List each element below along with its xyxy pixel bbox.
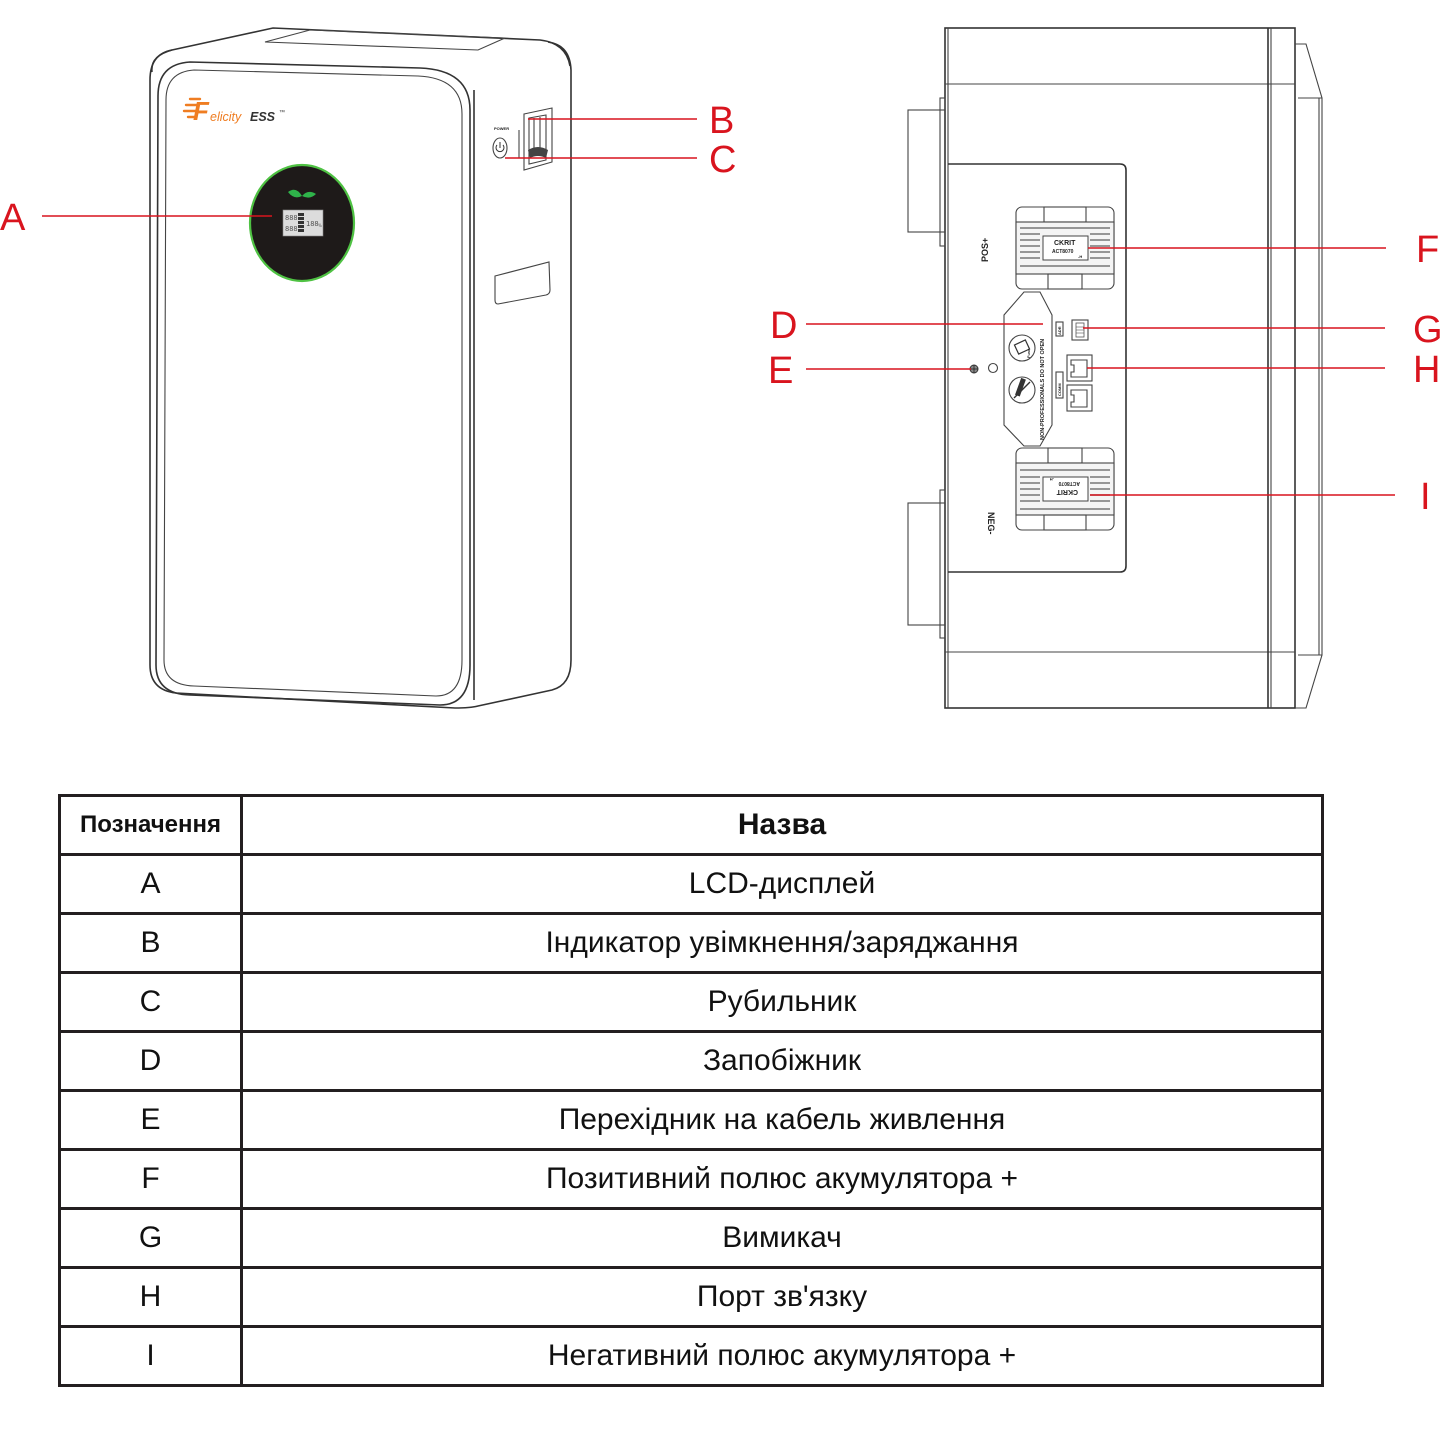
comm-label: COMM	[1057, 383, 1062, 396]
table-header-row: Позначення Назва	[58, 794, 1324, 856]
table-row: A LCD-дисплей	[58, 853, 1324, 915]
row-code: G	[58, 1207, 243, 1269]
lcd-percent: 188	[306, 220, 319, 228]
row-name: Рубильник	[240, 971, 1324, 1033]
side-callouts: F D G E H I	[768, 229, 1440, 518]
designation-table: Позначення Назва A LCD-дисплей B Індикат…	[58, 794, 1324, 1387]
cabinet-top-recess	[264, 29, 506, 51]
row-name: Позитивний полюс акумулятора +	[240, 1148, 1324, 1210]
neg-terminal-model: ACT8070	[1058, 480, 1080, 486]
logo-name-part2: ESS	[250, 110, 276, 124]
neg-label: NEG-	[986, 512, 996, 535]
table-row: E Перехідник на кабель живлення	[58, 1089, 1324, 1151]
row-name: LCD-дисплей	[240, 853, 1324, 915]
table-row: D Запобіжник	[58, 1030, 1324, 1092]
fuse-icon[interactable]	[1008, 334, 1036, 362]
header-name: Назва	[240, 794, 1324, 856]
comm-port-2[interactable]	[1066, 384, 1093, 412]
row-code: F	[58, 1148, 243, 1210]
pos-terminal-brand: CKRIT	[1054, 240, 1076, 247]
callout-b: B	[709, 100, 734, 142]
side-controls: POWER	[492, 107, 553, 171]
battery-level-icon	[298, 213, 304, 232]
speed-lines-icon	[182, 97, 202, 119]
row-name: Запобіжник	[240, 1030, 1324, 1092]
front-callouts: A B C	[0, 100, 736, 239]
warning-text: NON-PROFESSIONALS DO NOT OPEN	[1040, 339, 1046, 440]
leaf-icon	[288, 189, 316, 198]
lcd-percent-unit: %	[318, 223, 322, 228]
power-button-icon[interactable]	[495, 142, 505, 153]
callout-e: E	[768, 350, 793, 392]
power-label: POWER	[494, 126, 509, 131]
lcd-row-1: 888	[285, 214, 298, 222]
row-code: B	[58, 912, 243, 974]
neg-terminal-suffix: -H	[1050, 477, 1054, 482]
row-name: Вимикач	[240, 1207, 1324, 1269]
table-row: B Індикатор увімкнення/заряджання	[58, 912, 1324, 974]
callout-c: C	[709, 139, 736, 181]
header-designation: Позначення	[58, 794, 243, 856]
cabinet-top-face	[151, 27, 571, 73]
table-row: C Рубильник	[58, 971, 1324, 1033]
logo-letter: F	[193, 96, 210, 126]
row-code: A	[58, 853, 243, 915]
logo-name-part1: elicity	[210, 110, 242, 124]
power-button-ring	[492, 137, 508, 159]
breaker-housing	[523, 107, 553, 171]
product-diagram: F elicity ESS ™ 888 888 188 %	[0, 27, 1440, 709]
neg-terminal-brand: CKRIT	[1056, 488, 1078, 495]
row-code: D	[58, 1030, 243, 1092]
warning-plate	[1003, 291, 1053, 447]
front-panel-outer	[155, 61, 471, 706]
row-code: C	[58, 971, 243, 1033]
callout-f: F	[1416, 229, 1439, 271]
handle-slot	[494, 261, 551, 305]
table-row: G Вимикач	[58, 1207, 1324, 1269]
lcd-display-module: 888 888 188 %	[248, 163, 356, 283]
right-bracket	[1295, 43, 1323, 709]
table-row: H Порт зв'язку	[58, 1266, 1324, 1328]
callout-a: A	[0, 197, 26, 239]
front-panel-inner	[163, 69, 463, 697]
dip-switch[interactable]	[1071, 319, 1089, 341]
adr-label-box	[1055, 321, 1064, 337]
adr-label: ADR	[1057, 326, 1062, 335]
negative-terminal[interactable]	[1015, 447, 1115, 531]
callout-g: G	[1413, 309, 1440, 351]
table-row: I Негативний полюс акумулятора +	[58, 1325, 1324, 1387]
no-tool-icon	[1008, 376, 1036, 404]
row-name: Перехідник на кабель живлення	[240, 1089, 1324, 1151]
power-cable-adapter[interactable]	[969, 364, 979, 374]
indicator-hole	[987, 362, 999, 374]
callout-i: I	[1420, 476, 1431, 518]
row-code: E	[58, 1089, 243, 1151]
brand-logo: F elicity ESS ™	[182, 96, 285, 126]
breaker-window[interactable]	[528, 114, 547, 165]
positive-terminal[interactable]	[1015, 206, 1115, 290]
breaker-lever[interactable]	[528, 147, 548, 158]
callout-h: H	[1413, 349, 1440, 391]
pos-terminal-suffix: -H	[1078, 254, 1082, 259]
comm-label-box	[1055, 371, 1064, 399]
logo-trademark: ™	[279, 109, 285, 116]
pos-terminal-model: ACT8070	[1052, 249, 1074, 255]
fuse-label: Fuse	[1026, 348, 1031, 358]
front-view: F elicity ESS ™ 888 888 188 %	[149, 27, 572, 709]
row-name: Негативний полюс акумулятора +	[240, 1325, 1324, 1387]
lcd-row-2: 888	[285, 225, 298, 233]
callout-d: D	[770, 305, 797, 347]
cabinet-outline	[149, 41, 572, 709]
row-code: H	[58, 1266, 243, 1328]
row-name: Індикатор увімкнення/заряджання	[240, 912, 1324, 974]
table-row: F Позитивний полюс акумулятора +	[58, 1148, 1324, 1210]
pos-label: POS+	[980, 238, 990, 262]
row-name: Порт зв'язку	[240, 1266, 1324, 1328]
row-code: I	[58, 1325, 243, 1387]
